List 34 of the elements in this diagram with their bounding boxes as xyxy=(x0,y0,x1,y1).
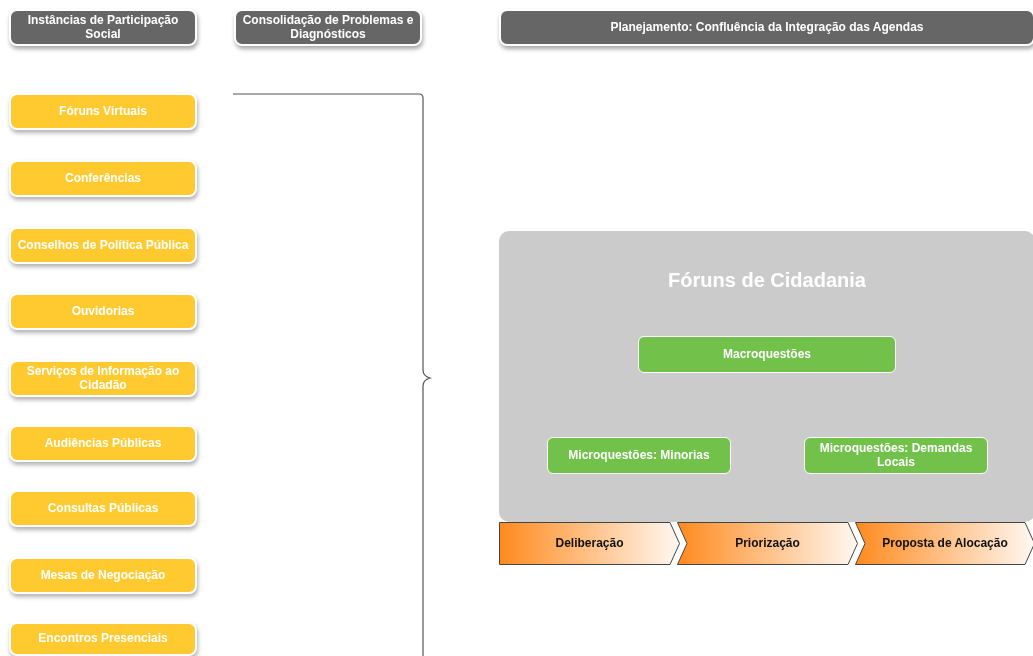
box-label: Instâncias de Participação Social xyxy=(26,13,180,42)
box-label: Ouvidorias xyxy=(71,304,135,319)
participation-box xyxy=(9,425,197,462)
column-header xyxy=(9,9,197,46)
column-header xyxy=(234,9,422,46)
participation-box xyxy=(9,360,197,397)
box-label: Planejamento: Confluência da Integração das Agendas xyxy=(610,20,924,35)
topic-box xyxy=(547,437,731,474)
box-label: Microquestões: Demandas Locais xyxy=(818,441,974,470)
box-label: Microquestões: Minorias xyxy=(568,448,710,463)
box-label: Macroquestões xyxy=(723,347,811,362)
participation-box xyxy=(9,93,197,130)
box-label: Audiências Públicas xyxy=(44,436,162,451)
participation-box xyxy=(9,293,197,330)
forum-panel xyxy=(499,231,1033,522)
participation-box xyxy=(9,557,197,594)
box-label: Fóruns Virtuais xyxy=(59,104,147,119)
box-label: Encontros Presenciais xyxy=(38,632,168,646)
participation-box xyxy=(9,160,197,197)
box-label: Priorização xyxy=(735,536,800,551)
box-label: Proposta de Alocação xyxy=(882,536,1008,551)
participation-box xyxy=(9,622,197,656)
box-label: Conferências xyxy=(65,171,141,186)
box-label: Consolidação de Problemas e Diagnósticos xyxy=(241,13,415,42)
participation-box xyxy=(9,227,197,264)
column-header xyxy=(499,9,1033,46)
topic-box xyxy=(638,336,896,373)
box-label: Deliberação xyxy=(555,536,624,551)
box-label: Mesas de Negociação xyxy=(40,568,166,583)
box-label: Consultas Públicas xyxy=(47,501,159,516)
topic-box xyxy=(804,437,988,474)
participation-box xyxy=(9,490,197,527)
box-label: Serviços de Informação ao Cidadão xyxy=(25,364,181,393)
box-label: Conselhos de Política Pública xyxy=(17,238,189,253)
